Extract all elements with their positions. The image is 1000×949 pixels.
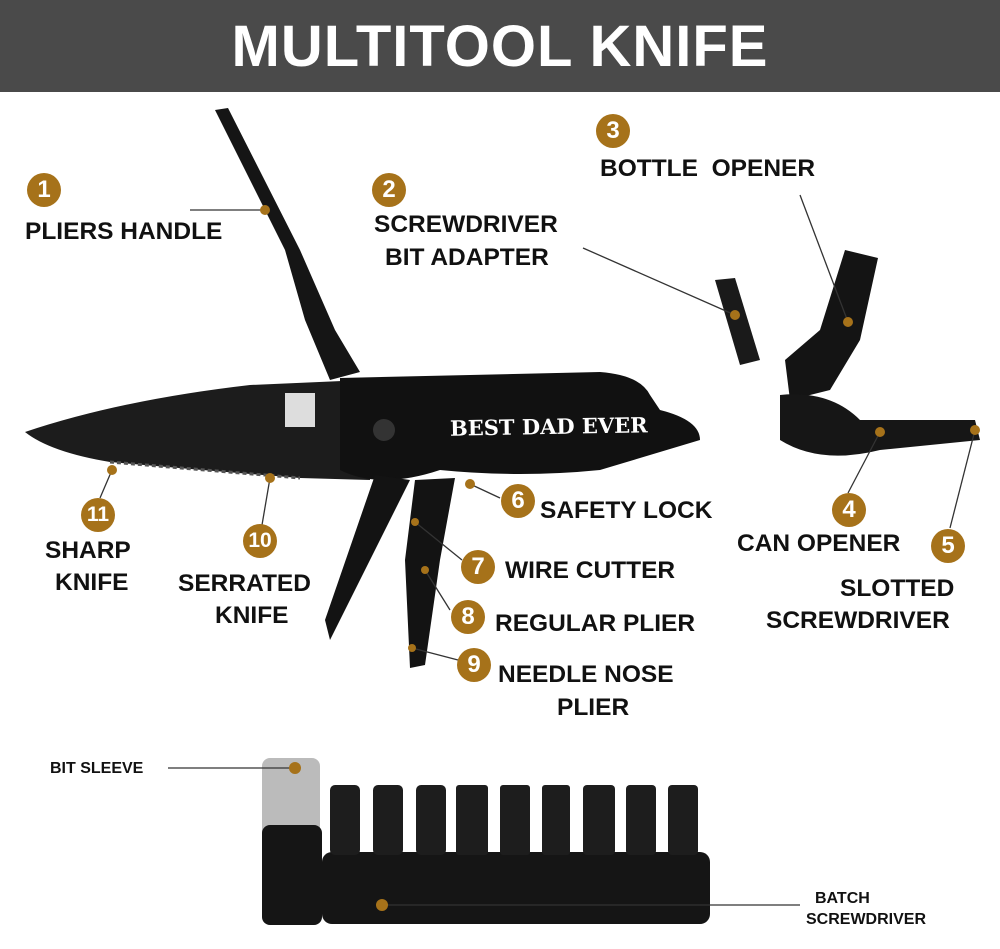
- badge-3: 3: [596, 114, 630, 148]
- label-batch-screwdriver-2: SCREWDRIVER: [806, 911, 927, 928]
- badge-10: 10: [243, 524, 277, 558]
- label-sharp-knife-1: SHARP: [45, 537, 131, 564]
- title-banner: MULTITOOL KNIFE: [0, 0, 1000, 92]
- label-safety-lock: SAFETY LOCK: [540, 497, 713, 524]
- leader-dots: [107, 205, 980, 911]
- badge-8: 8: [451, 600, 485, 634]
- label-regular-plier: REGULAR PLIER: [495, 610, 696, 637]
- page-title: MULTITOOL KNIFE: [231, 13, 769, 79]
- pliers-handle-shape: [215, 108, 360, 380]
- badge-7: 7: [461, 550, 495, 584]
- can-opener-shape: [780, 394, 980, 456]
- handle-shape: [340, 372, 700, 480]
- badge-11: 11: [81, 498, 115, 532]
- label-screwdriver-bit-adapter-2: BIT ADAPTER: [385, 244, 549, 271]
- leader-lines: [99, 194, 976, 906]
- serrated-edge: [109, 460, 301, 480]
- bottle-opener-shape: [785, 250, 878, 400]
- label-serrated-knife-1: SERRATED: [178, 570, 311, 597]
- logo-emblem: [285, 393, 315, 427]
- label-screwdriver-bit-adapter-1: SCREWDRIVER: [374, 211, 558, 238]
- label-can-opener: CAN OPENER: [737, 530, 901, 557]
- blade-shape: [25, 380, 370, 480]
- label-bottle-opener: BOTTLE OPENER: [600, 155, 816, 182]
- bit-adapter-shape: [715, 278, 760, 365]
- engraving-text: BEST DAD EVER: [449, 412, 648, 441]
- bit-holder-slot: [262, 825, 322, 925]
- knife-body: [25, 108, 980, 925]
- label-batch-screwdriver-1: BATCH: [815, 890, 870, 907]
- label-sharp-knife-2: KNIFE: [55, 569, 129, 596]
- pivot-screw: [373, 419, 395, 441]
- badge-1: 1: [27, 173, 61, 207]
- label-needle-nose-plier-2: PLIER: [557, 694, 630, 721]
- label-pliers-handle: PLIERS HANDLE: [25, 218, 223, 245]
- screwdriver-bits: [330, 785, 698, 855]
- label-slotted-screwdriver-2: SCREWDRIVER: [766, 607, 950, 634]
- plier-jaw-left: [325, 475, 410, 640]
- label-wire-cutter: WIRE CUTTER: [505, 557, 676, 584]
- bit-holder-shape: [322, 852, 710, 924]
- badge-6: 6: [501, 484, 535, 518]
- label-needle-nose-plier-1: NEEDLE NOSE: [498, 661, 674, 688]
- badge-9: 9: [457, 648, 491, 682]
- label-serrated-knife-2: KNIFE: [215, 602, 289, 629]
- badge-5: 5: [931, 529, 965, 563]
- badge-4: 4: [832, 493, 866, 527]
- plier-jaw-right: [405, 478, 455, 668]
- label-slotted-screwdriver-1: SLOTTED: [840, 575, 955, 602]
- badge-2: 2: [372, 173, 406, 207]
- label-bit-sleeve: BIT SLEEVE: [50, 760, 144, 777]
